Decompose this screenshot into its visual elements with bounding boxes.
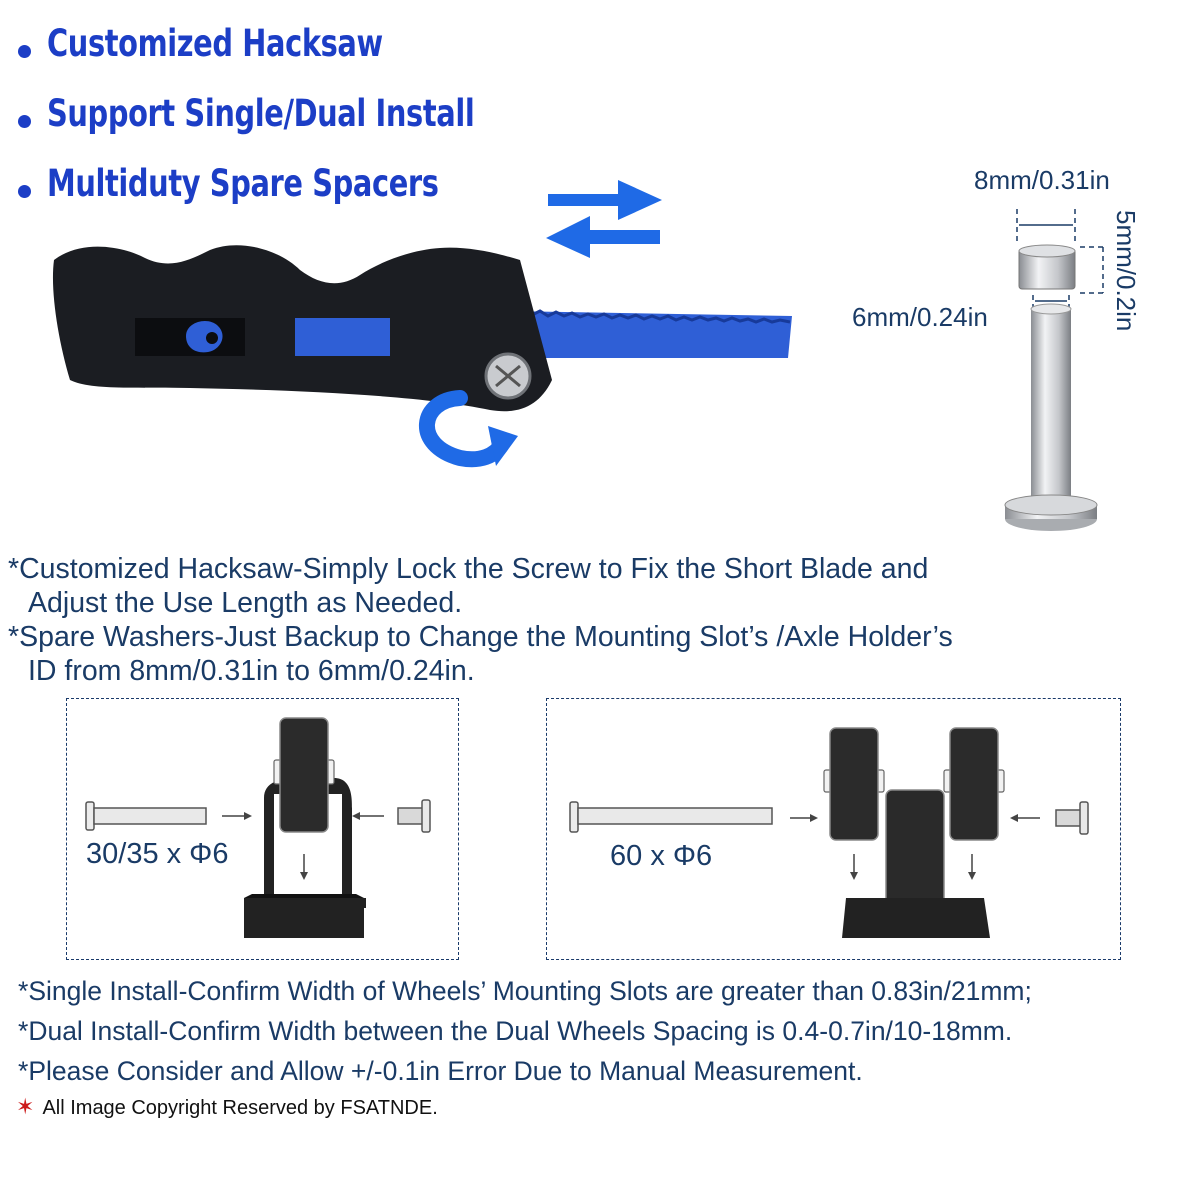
rotate-arrow-icon bbox=[419, 390, 518, 468]
feature-label: Support Single/Dual Install bbox=[47, 92, 475, 135]
axle-bolt-icon bbox=[569, 801, 773, 833]
feature-label: Multiduty Spare Spacers bbox=[47, 162, 439, 205]
feature-label: Customized Hacksaw bbox=[47, 22, 383, 65]
note-dual-install: *Dual Install-Confirm Width between the … bbox=[18, 1016, 1013, 1046]
wheel-icon bbox=[273, 717, 335, 833]
description-line: Adjust the Use Length as Needed. bbox=[28, 587, 463, 619]
screw-icon bbox=[1055, 801, 1089, 835]
bullet-dot bbox=[18, 115, 31, 128]
swap-arrows-icon bbox=[546, 180, 662, 258]
dual-install-panel bbox=[546, 698, 1121, 960]
wheel-icon bbox=[943, 727, 1005, 841]
description-line: *Customized Hacksaw-Simply Lock the Scre… bbox=[8, 553, 929, 585]
inner-diameter-label: 6mm/0.24in bbox=[852, 302, 988, 332]
screw-icon bbox=[484, 352, 532, 400]
washers-description: *Spare Washers-Just Backup to Change the… bbox=[8, 620, 953, 688]
copyright-line: ✶ All Image Copyright Reserved by FSATNDE… bbox=[16, 1094, 438, 1120]
copyright-text: All Image Copyright Reserved by FSATNDE. bbox=[42, 1097, 438, 1119]
description-line: ID from 8mm/0.31in to 6mm/0.24in. bbox=[28, 655, 475, 687]
single-install-diagram bbox=[85, 717, 431, 938]
height-label: 5mm/0.2in bbox=[1111, 210, 1141, 332]
feature-item-hacksaw: Customized Hacksaw bbox=[18, 22, 478, 65]
bullet-dot bbox=[18, 45, 31, 58]
note-measurement-error: *Please Consider and Allow +/-0.1in Erro… bbox=[18, 1056, 863, 1086]
outer-diameter-label: 8mm/0.31in bbox=[974, 165, 1110, 195]
wheel-icon bbox=[823, 727, 885, 841]
description-line: *Spare Washers-Just Backup to Change the… bbox=[8, 621, 953, 653]
spacer-diagram bbox=[1004, 209, 1104, 531]
dual-axle-label: 60 x Φ6 bbox=[610, 840, 713, 872]
note-single-install: *Single Install-Confirm Width of Wheels’… bbox=[18, 976, 1032, 1006]
hacksaw-description: *Customized Hacksaw-Simply Lock the Scre… bbox=[8, 552, 928, 620]
feature-item-spacers: Multiduty Spare Spacers bbox=[18, 162, 549, 205]
single-install-panel bbox=[66, 698, 459, 960]
hacksaw-image bbox=[52, 245, 792, 468]
bullet-dot bbox=[18, 185, 31, 198]
screw-icon bbox=[397, 799, 431, 833]
single-axle-label: 30/35 x Φ6 bbox=[86, 838, 229, 870]
dual-install-diagram bbox=[569, 727, 1089, 938]
axle-bolt-icon bbox=[85, 801, 207, 831]
star-icon: ✶ bbox=[16, 1094, 35, 1119]
feature-item-install: Support Single/Dual Install bbox=[18, 92, 595, 135]
